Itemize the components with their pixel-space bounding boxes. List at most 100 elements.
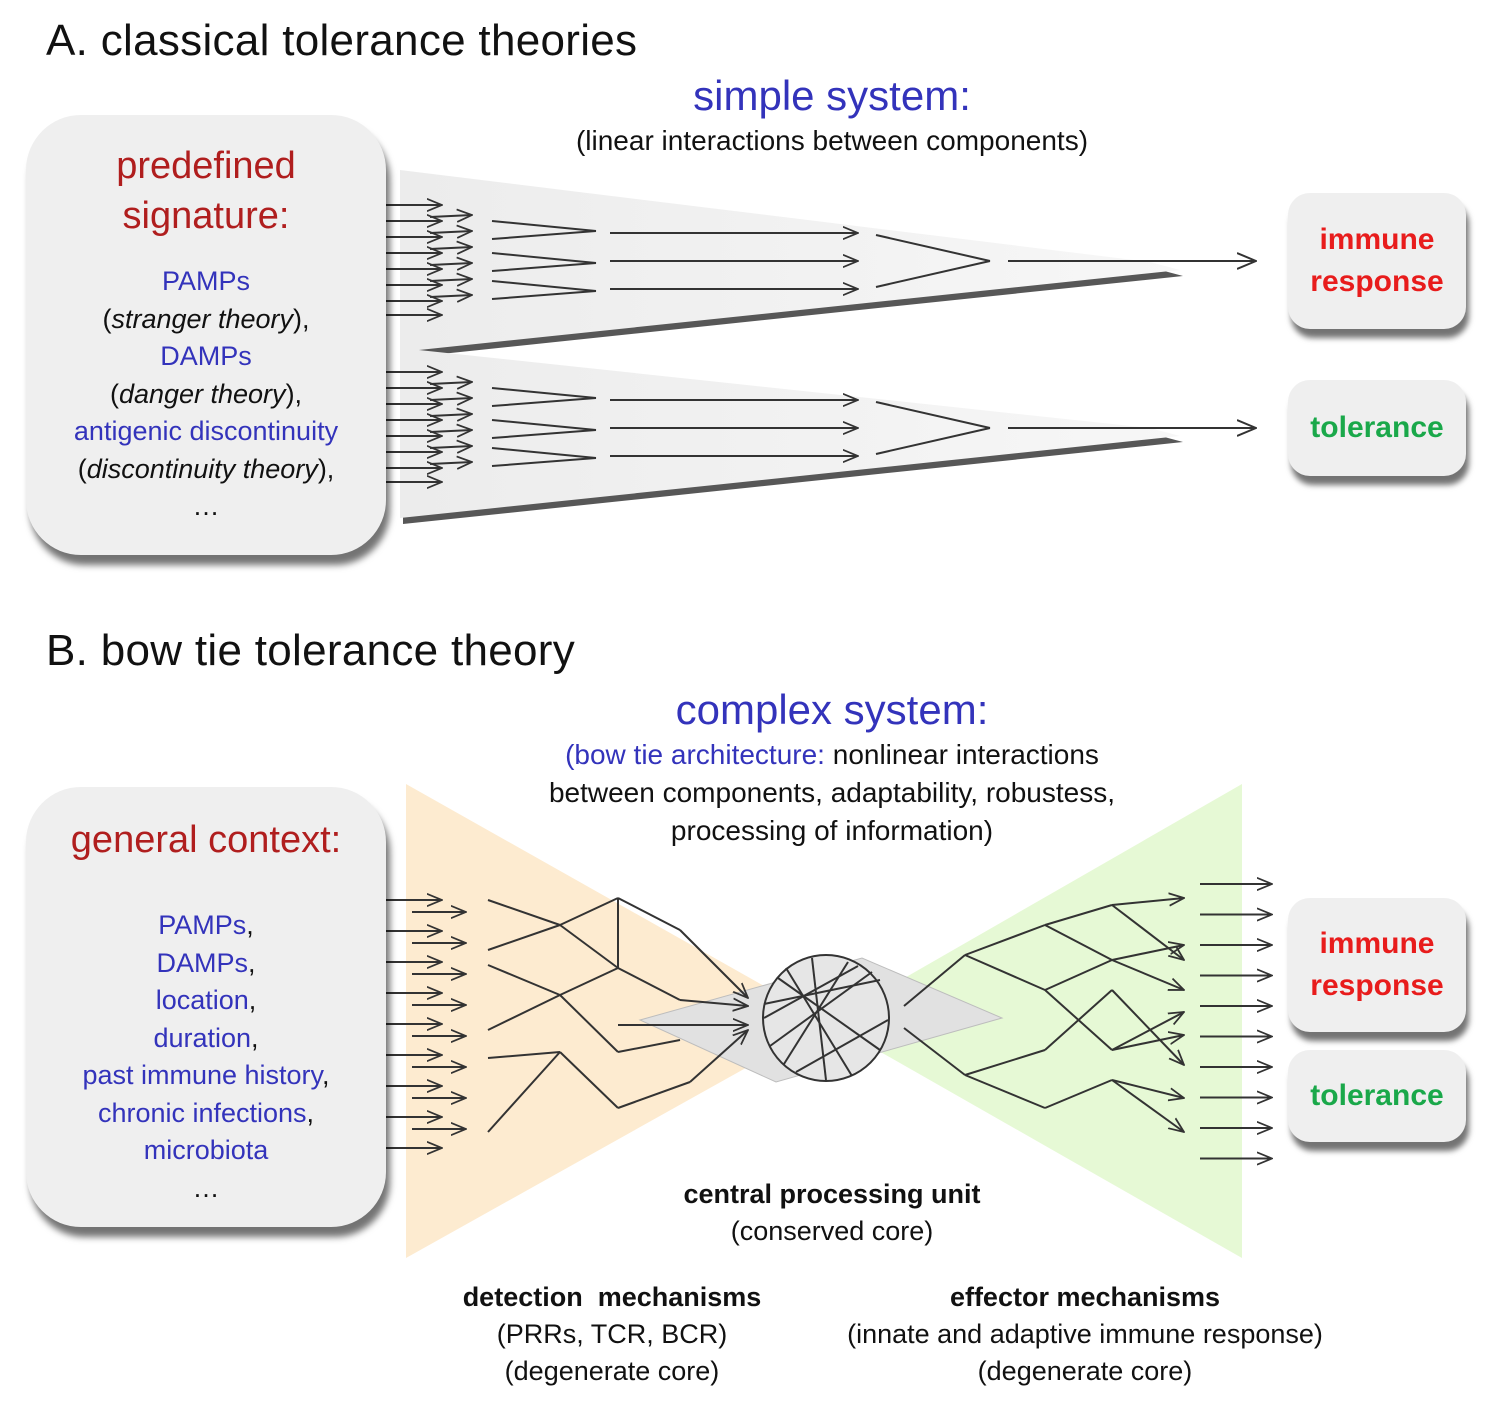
signature-item-stranger-theory: (stranger theory), xyxy=(102,303,310,334)
core-circle xyxy=(762,954,890,1082)
effector-edge xyxy=(1111,904,1184,960)
detection-edge xyxy=(559,924,619,969)
converge-line xyxy=(491,280,597,292)
effector-edge xyxy=(964,1049,1046,1076)
core-caption: central processing unit (conserved core) xyxy=(582,1176,1082,1250)
bow-tie-architecture-label: bow tie architecture: xyxy=(574,739,825,770)
converge-line xyxy=(875,260,991,288)
predefined-signature-heading-2: signature: xyxy=(122,195,290,237)
converge-line xyxy=(875,401,991,429)
input-arrow xyxy=(429,215,472,217)
detection-edge xyxy=(487,994,561,1031)
detection-edge xyxy=(617,1081,691,1109)
effector-edge xyxy=(964,954,1046,991)
core-sublabel: (conserved core) xyxy=(730,1216,934,1246)
converge-line xyxy=(491,457,597,467)
effector-caption: effector mechanisms (innate and adaptive… xyxy=(800,1279,1370,1390)
detection-funnel xyxy=(406,784,828,1258)
signature-item-ellipsis: … xyxy=(192,491,220,521)
effector-edge xyxy=(1111,1079,1184,1132)
converge-line xyxy=(875,234,991,262)
effector-edge xyxy=(1111,1012,1184,1051)
signature-item-pamps: PAMPs xyxy=(161,266,250,296)
detection-edge xyxy=(559,994,619,1053)
core-label: central processing unit xyxy=(683,1179,981,1209)
input-arrow xyxy=(429,462,472,464)
context-item-ellipsis: … xyxy=(192,1172,220,1203)
effector-line3: (degenerate core) xyxy=(977,1356,1193,1386)
converge-line xyxy=(875,427,991,455)
input-arrow xyxy=(429,430,472,432)
tolerance-box-a: tolerance xyxy=(1288,380,1466,476)
detection-edge xyxy=(487,1051,561,1059)
effector-edge xyxy=(1044,959,1113,991)
complex-system-subtitle: (bow tie architecture: nonlinear interac… xyxy=(462,736,1202,850)
effector-edge xyxy=(1111,989,1184,1065)
detection-edge xyxy=(559,897,619,926)
input-arrow xyxy=(429,247,472,249)
effector-edge xyxy=(1044,1079,1113,1109)
effector-edge xyxy=(1044,924,1113,961)
converge-line xyxy=(491,230,597,240)
general-context-box: general context: PAMPs, DAMPs, location,… xyxy=(26,787,386,1227)
tolerance-box-b: tolerance xyxy=(1288,1050,1466,1142)
input-arrow xyxy=(429,263,472,265)
context-item-microbiota: microbiota xyxy=(143,1135,269,1165)
effector-edge xyxy=(1044,989,1113,1051)
converge-line xyxy=(491,387,597,399)
complex-system-title: complex system: xyxy=(675,686,989,733)
context-item-chronic-infections: chronic infections, xyxy=(97,1097,315,1128)
predefined-signature-box: predefined signature: PAMPs (stranger th… xyxy=(26,115,386,555)
immune-response-b-line1: immune xyxy=(1319,927,1435,960)
predefined-signature-heading-1: predefined xyxy=(116,145,296,187)
signature-item-antigenic-discontinuity: antigenic discontinuity xyxy=(73,416,339,446)
tolerance-b-label: tolerance xyxy=(1310,1079,1444,1112)
complex-system-subtitle-line1: (bow tie architecture: nonlinear interac… xyxy=(565,739,1099,770)
detection-edge xyxy=(487,1051,561,1133)
complex-system-subtitle-line2: between components, adaptability, robust… xyxy=(548,777,1116,808)
detection-line3: (degenerate core) xyxy=(504,1356,720,1386)
effector-edge xyxy=(1111,898,1184,905)
wedge-immune xyxy=(400,170,1183,358)
detection-edge xyxy=(487,899,561,926)
converge-line xyxy=(491,447,597,459)
immune-response-a-line1: immune xyxy=(1319,223,1435,256)
context-item-location: location, xyxy=(155,985,257,1015)
tolerance-a-label: tolerance xyxy=(1310,411,1444,444)
context-item-duration: duration, xyxy=(153,1022,259,1053)
effector-edge xyxy=(964,1074,1046,1109)
detection-edge xyxy=(559,1051,619,1109)
converge-line xyxy=(491,419,597,431)
detection-edge xyxy=(617,897,681,931)
context-item-damps: DAMPs, xyxy=(156,947,256,978)
detection-edge xyxy=(487,924,561,951)
input-arrow xyxy=(429,295,472,297)
input-arrow xyxy=(429,414,472,416)
signature-item-discontinuity-theory: (discontinuity theory), xyxy=(77,453,335,484)
effector-edge xyxy=(1111,1079,1184,1098)
detection-edge xyxy=(487,964,561,996)
panel-a-title: A. classical tolerance theories xyxy=(46,16,638,65)
effector-edge xyxy=(964,924,1046,956)
detection-edge xyxy=(617,1039,681,1053)
effector-edge xyxy=(1111,1035,1184,1051)
panel-b-title: B. bow tie tolerance theory xyxy=(46,626,576,675)
wedge-tolerance xyxy=(400,348,1183,524)
detection-edge xyxy=(679,929,748,998)
converge-line xyxy=(491,290,597,300)
converge-line xyxy=(491,252,597,264)
simple-system-subtitle: (linear interactions between components) xyxy=(575,125,1089,156)
effector-label: effector mechanisms xyxy=(949,1282,1221,1312)
immune-response-b-line2: response xyxy=(1310,969,1444,1002)
input-arrow xyxy=(429,382,472,384)
converge-line xyxy=(491,262,597,272)
immune-response-a-line2: response xyxy=(1310,265,1444,298)
simple-system-title: simple system: xyxy=(693,72,971,119)
input-arrow xyxy=(429,446,472,448)
immune-response-box-b: immune response xyxy=(1288,898,1466,1032)
immune-response-box-a: immune response xyxy=(1288,193,1466,329)
effector-line2: (innate and adaptive immune response) xyxy=(847,1319,1323,1349)
detection-edge xyxy=(689,1030,748,1083)
context-item-past-immune-history: past immune history, xyxy=(82,1060,330,1090)
